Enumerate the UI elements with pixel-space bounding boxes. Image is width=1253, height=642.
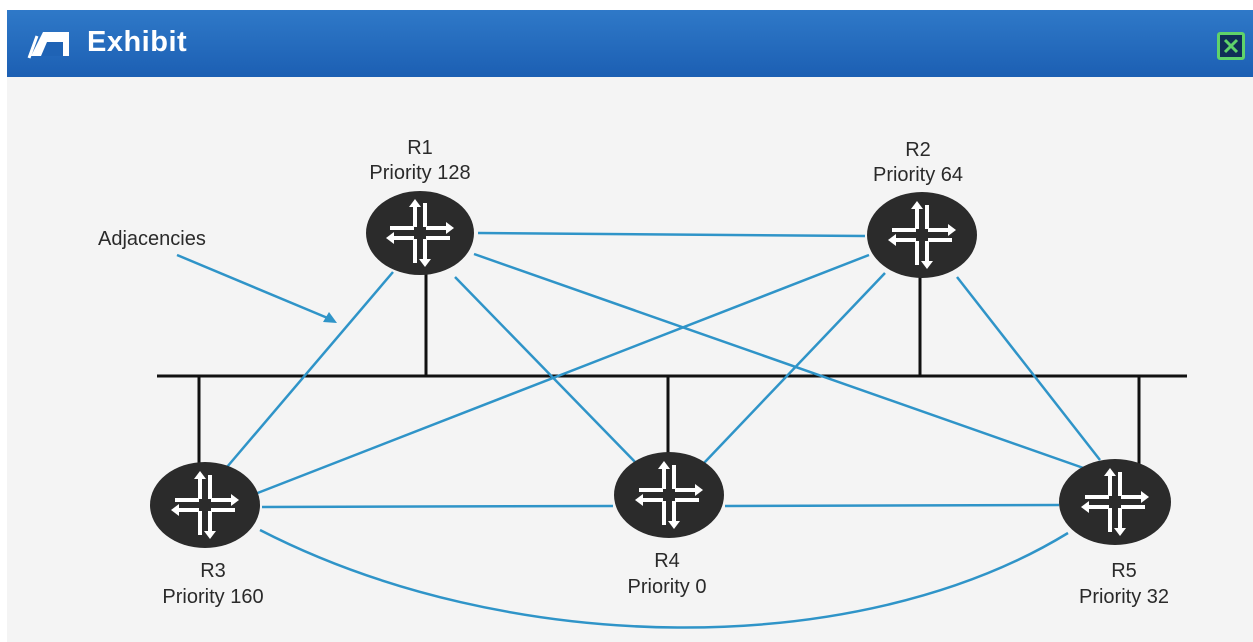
adjacency-r1-r4 bbox=[454, 276, 638, 465]
router-name: R1 bbox=[407, 137, 433, 159]
adjacency-lines bbox=[226, 231, 1101, 629]
adjacency-r1-r2 bbox=[477, 231, 866, 238]
router-labels: R1 Priority 128 R2 Priority 64 R3 Priori… bbox=[162, 137, 1169, 608]
router-name: R5 bbox=[1111, 560, 1137, 582]
network-diagram: Adjacencies R1 Priority 128 bbox=[98, 137, 1187, 629]
router-priority: Priority 160 bbox=[162, 586, 263, 608]
close-button[interactable] bbox=[1217, 32, 1245, 60]
router-priority: Priority 0 bbox=[628, 576, 707, 598]
adjacency-r2-r3 bbox=[254, 253, 870, 496]
router-priority: Priority 64 bbox=[873, 164, 963, 186]
ethernet-segment bbox=[157, 274, 1187, 469]
window-title: Exhibit bbox=[87, 26, 188, 58]
router-r1[interactable] bbox=[366, 191, 474, 275]
exhibit-canvas: Adjacencies R1 Priority 128 bbox=[7, 77, 1253, 642]
router-priority: Priority 128 bbox=[369, 162, 470, 184]
adjacency-r2-r5 bbox=[956, 276, 1101, 461]
adjacency-r3-r4 bbox=[261, 504, 614, 509]
adjacency-r4-r5 bbox=[724, 503, 1060, 508]
adjacencies-annotation: Adjacencies bbox=[98, 228, 337, 323]
exhibit-icon bbox=[27, 32, 69, 59]
router-r4[interactable] bbox=[614, 452, 724, 538]
router-priority: Priority 32 bbox=[1079, 586, 1169, 608]
router-name: R3 bbox=[200, 560, 226, 582]
router-name: R4 bbox=[654, 550, 680, 572]
exhibit-header: Exhibit bbox=[7, 10, 1253, 77]
arrow-icon bbox=[323, 312, 337, 323]
adjacency-r2-r4 bbox=[703, 272, 886, 464]
router-name: R2 bbox=[905, 139, 931, 161]
adjacency-r1-r3 bbox=[226, 271, 394, 468]
router-r3[interactable] bbox=[150, 462, 260, 548]
adjacency-r1-r5 bbox=[473, 252, 1093, 473]
router-r2[interactable] bbox=[867, 192, 977, 278]
adjacencies-label: Adjacencies bbox=[98, 228, 206, 250]
adjacency-r3-r5 bbox=[259, 528, 1069, 629]
close-icon bbox=[1223, 38, 1239, 54]
router-r5[interactable] bbox=[1059, 459, 1171, 545]
